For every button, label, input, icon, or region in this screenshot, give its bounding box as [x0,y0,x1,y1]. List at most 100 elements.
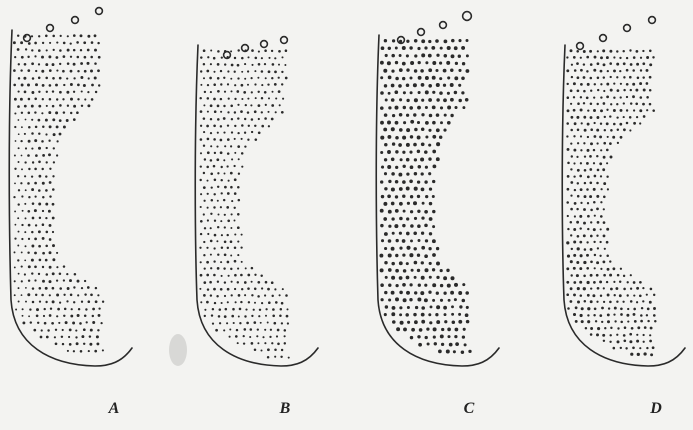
stipple-dot [583,142,585,144]
stipple-dot [388,268,392,272]
stipple-dot [203,241,205,243]
stipple-dot [650,288,653,291]
stipple-dot [268,57,270,59]
stipple-dot [220,261,222,263]
stipple-dot [18,119,20,121]
stipple-dot [244,145,246,147]
stipple-dot [74,273,77,276]
stipple-dot [214,234,217,237]
stipple-dot [56,294,59,297]
stipple-dot [627,281,629,283]
stipple-dot [383,128,387,132]
stipple-dot [63,279,65,281]
stipple-dot [217,172,219,174]
stipple-dot [607,70,609,72]
stipple-dot [268,97,270,99]
stipple-dot [38,273,40,275]
stipple-dot [640,57,642,59]
stipple-dot [458,55,461,58]
stipple-dot [257,328,259,330]
stipple-dot [239,308,242,311]
stipple-dot [44,308,46,310]
stipple-dot [14,112,16,114]
stipple-dot [251,342,254,345]
stipple-dot [583,275,586,278]
stipple-dot [42,84,45,87]
stipple-dot [602,168,605,171]
stipple-dot [39,287,42,290]
stipple-dot [600,175,602,177]
stipple-dot [221,247,223,249]
stipple-dot [627,321,629,323]
stipple-dot [275,97,277,99]
stipple-dot [399,313,402,316]
stipple-dot [623,128,626,131]
stipple-dot [600,228,602,230]
stipple-dot [406,158,410,162]
stipple-dot [28,140,31,143]
stipple-dot [458,313,461,316]
stipple-dot [420,157,424,161]
stipple-dot [414,187,418,191]
stipple-dot [260,275,262,277]
stipple-dot [406,232,410,236]
stipple-dot [209,77,212,80]
stipple-dot [600,122,602,124]
stipple-dot [629,76,632,79]
stipple-dot [571,116,574,119]
stipple-dot [24,63,27,66]
stipple-dot [384,291,387,294]
stipple-dot [272,63,275,66]
stipple-dot [630,102,632,104]
stipple-dot [102,301,104,303]
stipple-dot [67,350,69,352]
stipple-dot [610,288,613,291]
stipple-dot [276,335,278,337]
stipple-dot [394,90,398,94]
stipple-dot [447,106,451,110]
stipple-dot [27,69,30,72]
stipple-dot [395,150,398,153]
stipple-dot [425,268,429,272]
stipple-dot [429,217,433,221]
stipple-dot [234,233,236,235]
stipple-dot [207,193,209,195]
stipple-dot [438,350,442,354]
stipple-dot [204,227,206,229]
stipple-dot [388,253,392,257]
stipple-dot [587,228,589,230]
stipple-dot [603,208,605,210]
stipple-dot [76,342,79,345]
stipple-dot [406,276,410,280]
stipple-dot [274,288,276,290]
stipple-dot [84,98,86,100]
stipple-dot [204,91,206,93]
stipple-dot [17,245,19,247]
stipple-dot [609,341,611,343]
stipple-dot [580,254,583,257]
stipple-dot [630,63,633,66]
stipple-dot [421,276,425,280]
stipple-dot [383,202,387,206]
stipple-dot [25,189,27,191]
stipple-dot [606,228,609,231]
stipple-dot [570,181,573,184]
stipple-dot [428,313,431,316]
stipple-dot [447,335,450,338]
stipple-dot [596,103,598,105]
stipple-dot [52,300,55,303]
stipple-dot [62,70,65,73]
stipple-dot [587,320,590,323]
stipple-dot [600,149,602,151]
stipple-dot [458,320,462,324]
stipple-dot [421,99,424,102]
stipple-dot [574,69,577,72]
stipple-dot [646,56,649,59]
stipple-dot [608,307,610,309]
stipple-dot [203,186,206,189]
stipple-dot [257,77,259,79]
stipple-dot [418,165,422,169]
stipple-dot [264,342,266,344]
stipple-dot [580,149,582,151]
